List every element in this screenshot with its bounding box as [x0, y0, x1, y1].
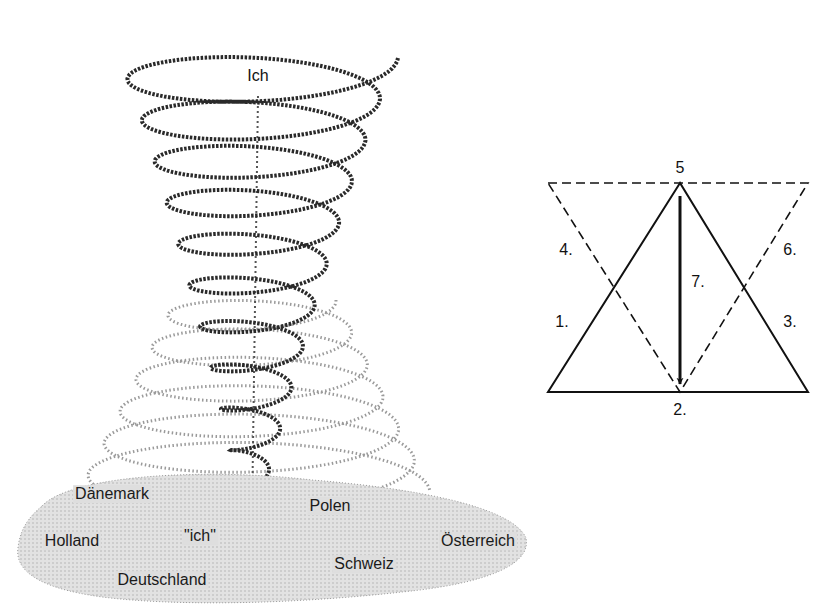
- down-arrow: [679, 196, 682, 384]
- solid-triangle: [548, 183, 808, 392]
- callout-number: 4.: [557, 241, 574, 259]
- callout-number: 1.: [553, 313, 570, 331]
- country-name: Holland: [43, 532, 101, 550]
- callout-number: 5: [674, 159, 687, 177]
- vortex-spiral: [88, 57, 430, 516]
- ground-outline: [18, 474, 527, 603]
- top-label: Ich: [245, 67, 270, 85]
- callout-number: 7.: [689, 273, 706, 291]
- callout-number: 6.: [781, 241, 798, 259]
- map-ground: DänemarkPolenHolland "ich" ÖsterreichSchwe…: [12, 466, 532, 606]
- dashed-triangle: [548, 183, 808, 392]
- main-spiral: [127, 57, 398, 512]
- country-name: Schweiz: [332, 555, 396, 573]
- callout-number: 2.: [671, 401, 688, 419]
- country-name: Österreich: [439, 532, 517, 550]
- country-name: Deutschland: [116, 571, 209, 589]
- country-name: "ich": [182, 527, 218, 545]
- country-name: Dänemark: [73, 485, 151, 503]
- callout-number: 3.: [781, 313, 798, 331]
- country-name: Polen: [308, 497, 353, 515]
